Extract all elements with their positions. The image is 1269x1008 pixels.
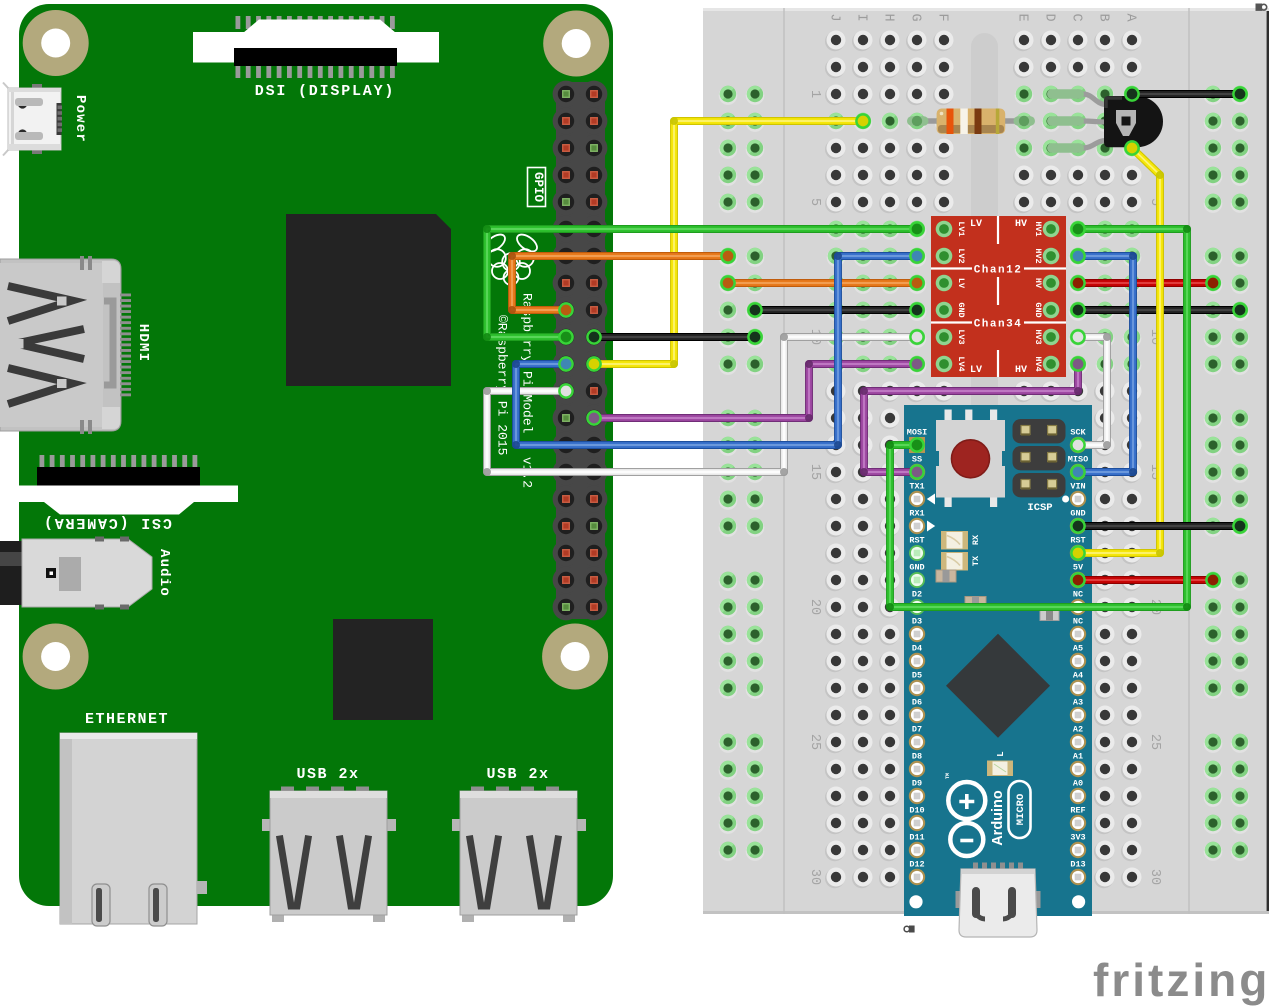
svg-text:ETHERNET: ETHERNET (85, 711, 169, 728)
svg-text:VIN: VIN (1070, 482, 1085, 492)
svg-text:USB 2x: USB 2x (296, 766, 359, 783)
svg-text:D5: D5 (912, 671, 922, 681)
svg-text:B: B (1096, 13, 1111, 21)
svg-text:RX: RX (971, 534, 981, 545)
svg-text:LV1: LV1 (956, 221, 966, 236)
svg-text:GND: GND (909, 563, 924, 573)
svg-text:LV: LV (970, 365, 982, 376)
svg-text:25: 25 (807, 734, 822, 750)
svg-text:CSI (CAMERA): CSI (CAMERA) (42, 514, 172, 531)
svg-text:30: 30 (807, 869, 822, 885)
svg-text:5: 5 (1147, 198, 1162, 206)
svg-text:DSI (DISPLAY): DSI (DISPLAY) (255, 83, 395, 100)
svg-text:LV4: LV4 (956, 356, 966, 371)
svg-text:A: A (1123, 13, 1138, 22)
svg-text:Audio: Audio (156, 549, 172, 597)
svg-text:ICSP: ICSP (1027, 502, 1052, 514)
svg-text:MISO: MISO (1068, 455, 1088, 465)
svg-text:I: I (854, 13, 869, 21)
svg-text:D9: D9 (912, 779, 922, 789)
svg-text:D3: D3 (912, 617, 922, 627)
svg-text:Chan34: Chan34 (974, 319, 1023, 331)
svg-text:J: J (827, 13, 842, 21)
svg-text:GPIO: GPIO (531, 172, 545, 203)
svg-text:D13: D13 (1070, 860, 1085, 870)
svg-text:Power: Power (72, 95, 88, 143)
svg-text:LV3: LV3 (956, 329, 966, 344)
svg-text:D12: D12 (909, 860, 924, 870)
svg-text:E: E (1015, 13, 1030, 21)
svg-text:HV2: HV2 (1033, 248, 1043, 263)
svg-text:D6: D6 (912, 698, 922, 708)
svg-text:D11: D11 (909, 833, 924, 843)
svg-text:Arduino: Arduino (990, 790, 1006, 846)
svg-text:RX1: RX1 (909, 509, 924, 519)
svg-text:G: G (908, 13, 923, 21)
svg-text:GND: GND (1033, 302, 1043, 317)
svg-text:RST: RST (909, 536, 924, 546)
svg-text:REF: REF (1070, 806, 1085, 816)
svg-text:HV4: HV4 (1033, 356, 1043, 371)
svg-text:NC: NC (1073, 590, 1083, 600)
svg-text:D10: D10 (909, 806, 924, 816)
svg-text:A4: A4 (1073, 671, 1083, 681)
svg-text:MICRO: MICRO (1015, 794, 1027, 826)
svg-text:20: 20 (807, 599, 822, 615)
svg-text:HV: HV (1015, 219, 1027, 230)
svg-text:GND: GND (956, 302, 966, 317)
svg-text:D7: D7 (912, 725, 922, 735)
svg-text:HV: HV (1033, 278, 1043, 289)
svg-text:A1: A1 (1073, 752, 1083, 762)
svg-text:A3: A3 (1073, 698, 1083, 708)
svg-text:1: 1 (807, 90, 822, 98)
svg-text:D4: D4 (912, 644, 922, 654)
svg-text:D8: D8 (912, 752, 922, 762)
svg-text:15: 15 (807, 464, 822, 480)
svg-text:HV3: HV3 (1033, 329, 1043, 344)
svg-text:©Raspberry Pi 2015: ©Raspberry Pi 2015 (495, 315, 510, 455)
svg-text:GND: GND (1070, 509, 1085, 519)
svg-text:HV: HV (1015, 365, 1027, 376)
svg-text:LV: LV (970, 219, 982, 230)
svg-text:C: C (1069, 13, 1084, 21)
svg-text:TX: TX (971, 555, 981, 566)
svg-text:LV: LV (956, 278, 966, 289)
svg-text:RST: RST (1070, 536, 1085, 546)
svg-text:25: 25 (1147, 734, 1162, 750)
svg-text:A0: A0 (1073, 779, 1083, 789)
svg-text:D2: D2 (912, 590, 922, 600)
svg-text:5V: 5V (1073, 563, 1084, 573)
svg-text:HV1: HV1 (1033, 221, 1043, 236)
svg-text:Chan12: Chan12 (974, 265, 1023, 277)
svg-text:fritzing: fritzing (1093, 954, 1269, 1006)
svg-text:SS: SS (912, 455, 922, 465)
svg-text:L: L (996, 751, 1006, 756)
svg-text:A5: A5 (1073, 644, 1083, 654)
svg-text:MOSI: MOSI (907, 428, 927, 438)
svg-text:F: F (935, 13, 950, 21)
svg-text:5: 5 (807, 198, 822, 206)
svg-text:NC: NC (1073, 617, 1083, 627)
svg-text:H: H (881, 13, 896, 21)
svg-text:D: D (1042, 13, 1057, 21)
svg-text:USB 2x: USB 2x (486, 766, 549, 783)
svg-text:LV2: LV2 (956, 248, 966, 263)
svg-text:3V3: 3V3 (1070, 833, 1085, 843)
svg-text:HDMI: HDMI (135, 324, 151, 362)
svg-text:30: 30 (1147, 869, 1162, 885)
svg-text:TM: TM (945, 773, 951, 779)
svg-text:A2: A2 (1073, 725, 1083, 735)
svg-text:SCK: SCK (1070, 428, 1086, 438)
svg-text:TX1: TX1 (909, 482, 924, 492)
